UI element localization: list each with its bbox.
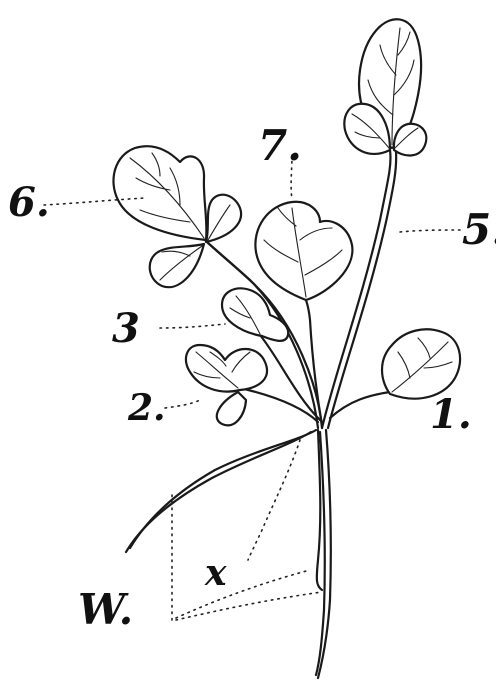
- leaf-2: [186, 345, 267, 425]
- roots: [126, 430, 331, 678]
- label-leaf-3: 3: [112, 305, 140, 352]
- leaf-1: [382, 329, 460, 398]
- label-leaf-2: 2.: [127, 387, 166, 429]
- label-leaf-7: 7.: [258, 121, 302, 170]
- label-hypocotyl: x: [204, 552, 227, 594]
- label-roots: W.: [78, 585, 133, 634]
- leaf-5: [344, 19, 426, 155]
- label-leaf-6: 6.: [8, 179, 50, 226]
- label-leaf-1: 1.: [430, 391, 472, 438]
- leaf-7: [255, 202, 352, 300]
- label-leaf-5: 5.: [462, 205, 496, 254]
- leaf-6: [113, 146, 241, 287]
